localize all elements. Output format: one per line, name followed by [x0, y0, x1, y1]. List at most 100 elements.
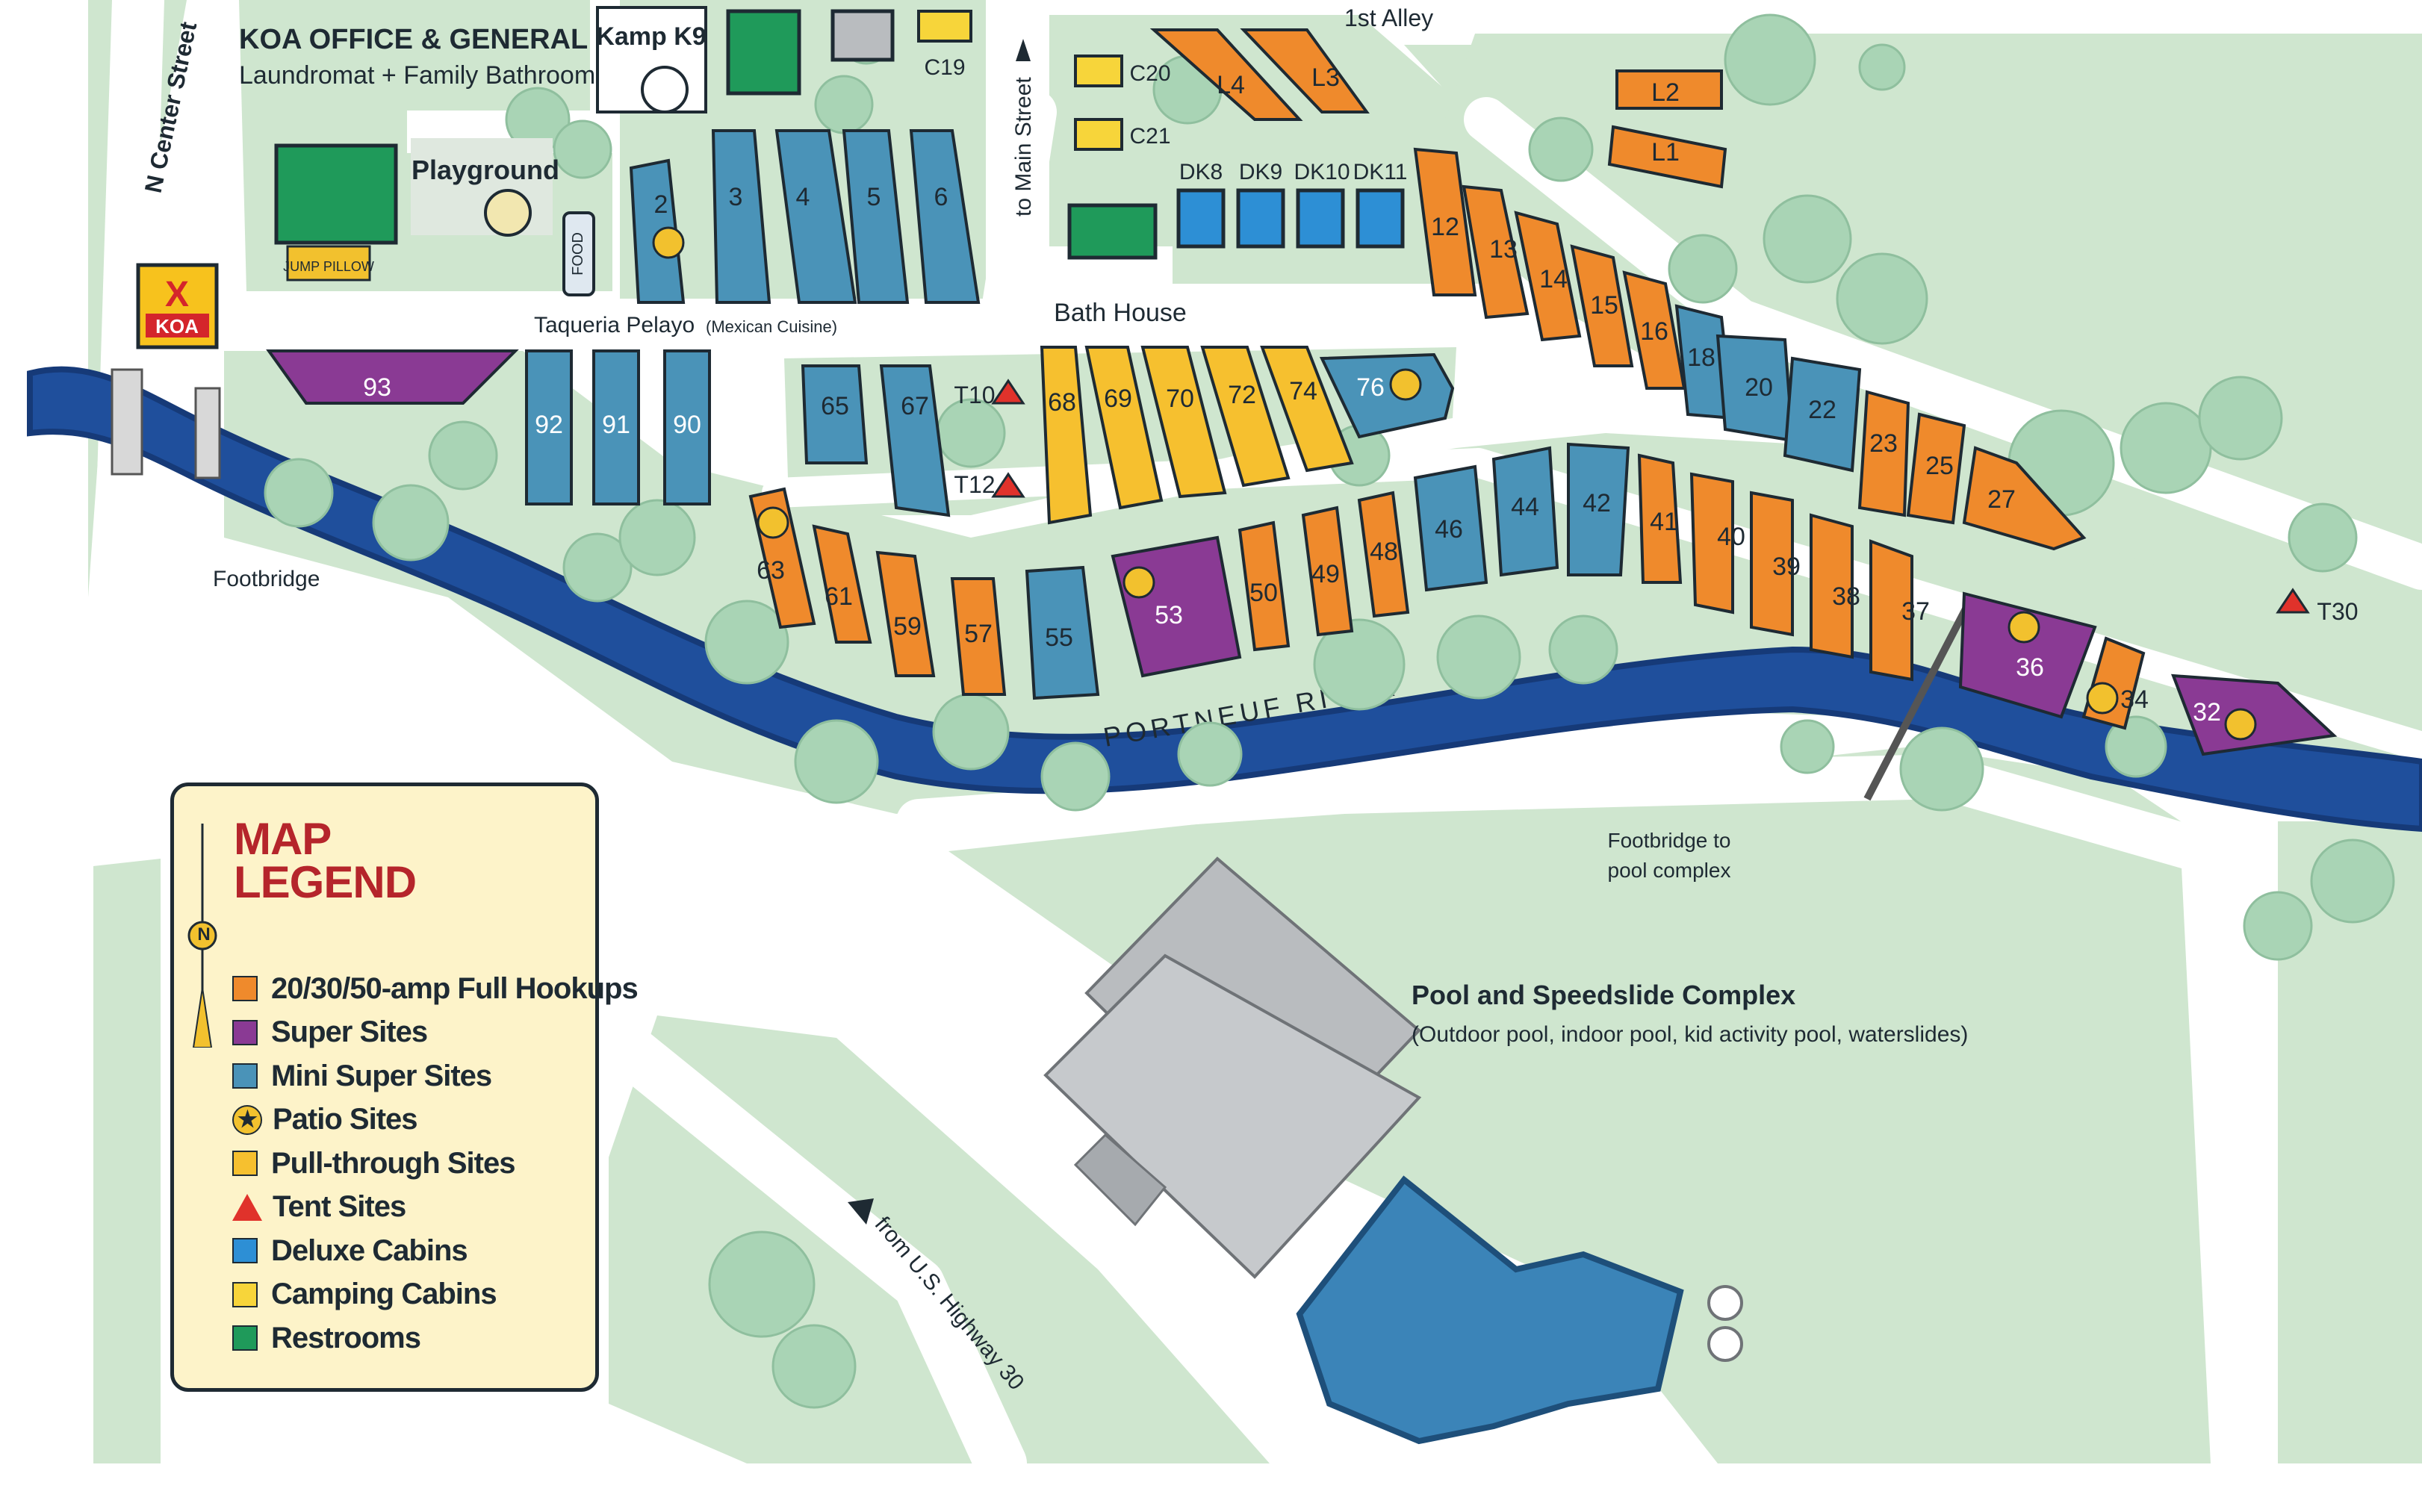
deluxe-cabin-dk9[interactable]: [1236, 188, 1285, 249]
tree: [794, 719, 879, 804]
tree: [2105, 715, 2167, 778]
site-74[interactable]: [1260, 346, 1354, 473]
site-65[interactable]: [801, 364, 869, 464]
deluxe-cabin-dk11[interactable]: [1356, 188, 1405, 249]
legend-title-line-2: LEGEND: [234, 857, 417, 907]
site-14[interactable]: [1514, 211, 1582, 342]
site-12[interactable]: [1413, 147, 1477, 296]
super-site-swatch-icon: [232, 1019, 258, 1045]
site-40[interactable]: [1689, 472, 1734, 615]
site-72[interactable]: [1200, 346, 1291, 488]
site-22[interactable]: [1783, 356, 1862, 473]
tent-t12[interactable]: [991, 472, 1025, 498]
site-38[interactable]: [1810, 513, 1854, 659]
site-2-label: 2: [654, 190, 668, 219]
tree: [704, 600, 789, 685]
site-5-label: 5: [867, 183, 881, 211]
jump-pillow[interactable]: [286, 245, 371, 281]
outdoor-pool[interactable]: [1296, 1175, 1684, 1445]
food-truck[interactable]: [562, 211, 595, 296]
site-41[interactable]: [1637, 453, 1683, 584]
tree: [1528, 116, 1594, 182]
site-3-label: 3: [729, 183, 743, 211]
site-55-label: 55: [1045, 623, 1073, 652]
site-L2[interactable]: [1615, 69, 1723, 110]
patio-star-icon: [1122, 566, 1155, 599]
site-50[interactable]: [1238, 520, 1291, 652]
mini-super-swatch-icon: [232, 1063, 258, 1089]
office-subtitle: Laundromat + Family Bathrooms: [239, 61, 608, 90]
site-15[interactable]: [1570, 244, 1634, 367]
pull-through-swatch-icon: [232, 1151, 258, 1177]
site-70[interactable]: [1140, 346, 1227, 499]
site-L3[interactable]: [1240, 28, 1370, 113]
site-6[interactable]: [909, 129, 981, 304]
tent-t30[interactable]: [2276, 588, 2310, 614]
patio-star-icon: [2086, 682, 2119, 715]
site-67[interactable]: [879, 364, 951, 517]
deluxe-cabin-dk8[interactable]: [1176, 188, 1226, 249]
site-25[interactable]: [1906, 412, 1966, 525]
site-37-label: 37: [1901, 597, 1930, 626]
site-55[interactable]: [1025, 565, 1100, 700]
site-15-label: 15: [1590, 291, 1618, 320]
footbridge-pool[interactable]: [1863, 595, 1975, 801]
office-building[interactable]: [274, 143, 398, 245]
site-36[interactable]: [1958, 591, 2097, 719]
site-37[interactable]: [1869, 539, 1913, 682]
site-93[interactable]: [266, 349, 519, 405]
footbridge-west-a[interactable]: [111, 368, 143, 476]
playground-area[interactable]: [411, 138, 553, 235]
footbridge-west-b[interactable]: [194, 387, 221, 479]
site-13[interactable]: [1462, 184, 1530, 320]
tree: [1548, 615, 1618, 685]
restroom-north[interactable]: [726, 9, 801, 96]
site-69[interactable]: [1084, 346, 1164, 510]
site-23[interactable]: [1857, 390, 1910, 517]
pool-building-lower[interactable]: [1043, 953, 1422, 1279]
tree: [1724, 13, 1816, 106]
site-4[interactable]: [774, 129, 857, 304]
site-57[interactable]: [950, 577, 1007, 696]
site-59[interactable]: [875, 550, 936, 677]
site-49-label: 49: [1311, 560, 1340, 588]
site-61[interactable]: [812, 524, 872, 644]
site-39[interactable]: [1750, 491, 1794, 637]
cabin-c21[interactable]: [1074, 118, 1123, 151]
deluxe-cabin-dk10[interactable]: [1296, 188, 1345, 249]
bath-house[interactable]: [1067, 203, 1158, 260]
site-27[interactable]: [1962, 446, 2087, 551]
deluxe-cabin-dk9-label: DK9: [1239, 160, 1282, 184]
legend-item-label: Restrooms: [271, 1321, 421, 1354]
site-46[interactable]: [1413, 464, 1488, 592]
site-36-label: 36: [2016, 653, 2044, 682]
site-L4[interactable]: [1149, 28, 1303, 121]
koa-x-mark: X: [165, 275, 189, 314]
taqueria-label: Taqueria Pelayo: [534, 313, 695, 337]
site-90[interactable]: [663, 349, 711, 505]
tent-t10[interactable]: [991, 379, 1025, 405]
cabin-c20[interactable]: [1074, 55, 1123, 87]
site-3[interactable]: [711, 129, 771, 304]
site-74-label: 74: [1289, 377, 1317, 405]
site-12-label: 12: [1431, 213, 1459, 241]
site-5[interactable]: [842, 129, 910, 304]
tree: [2243, 891, 2313, 961]
site-93-label: 93: [363, 373, 391, 402]
footbridge-pool-label-2: pool complex: [1608, 859, 1731, 882]
patio-star-icon: [757, 506, 789, 539]
site-92[interactable]: [525, 349, 573, 505]
site-76[interactable]: [1319, 352, 1455, 439]
site-49[interactable]: [1301, 505, 1354, 637]
site-44[interactable]: [1491, 446, 1559, 577]
site-67-label: 67: [901, 392, 929, 420]
site-44-label: 44: [1511, 493, 1539, 521]
site-32[interactable]: [2171, 673, 2338, 756]
site-48[interactable]: [1357, 491, 1410, 618]
site-91[interactable]: [592, 349, 640, 505]
site-68[interactable]: [1040, 346, 1093, 525]
cabin-c19[interactable]: [917, 10, 972, 43]
site-69-label: 69: [1104, 385, 1132, 413]
site-L1[interactable]: [1607, 125, 1727, 189]
site-42[interactable]: [1567, 442, 1630, 576]
